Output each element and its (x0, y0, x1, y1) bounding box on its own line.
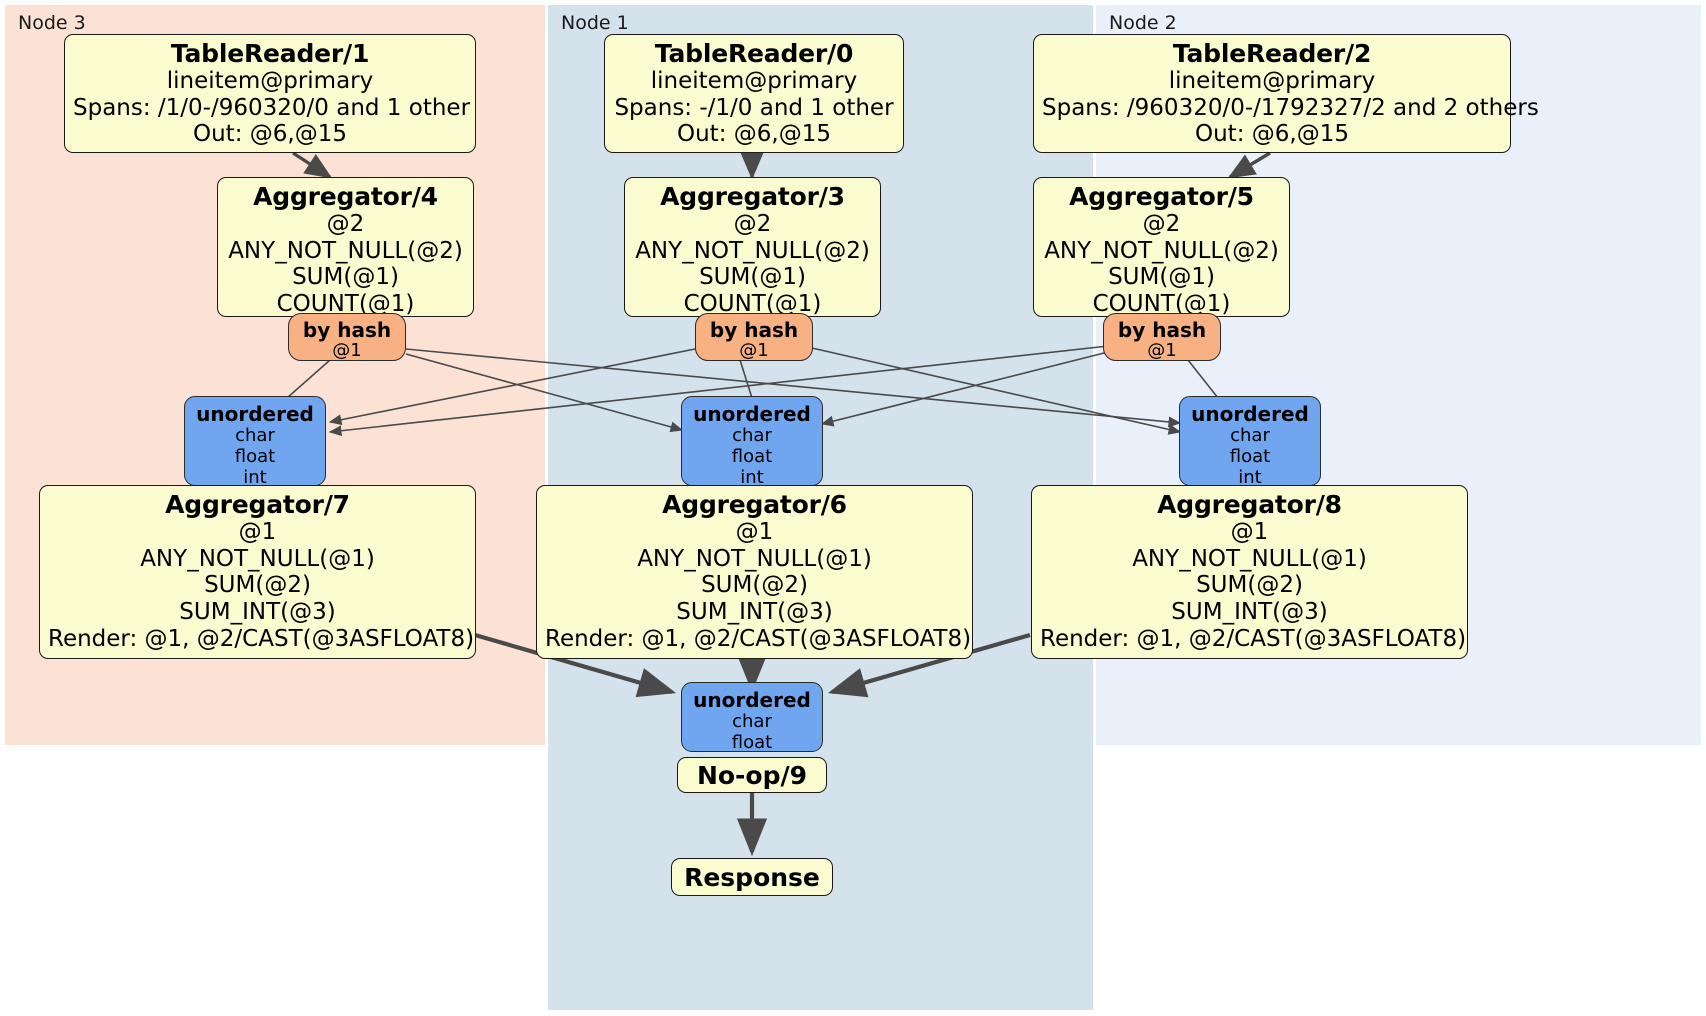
processor-title: Aggregator/3 (660, 182, 845, 211)
processor-detail: COUNT(@1) (683, 291, 822, 318)
processor-title: Aggregator/6 (662, 490, 847, 519)
processor-detail: Spans: /1/0-/960320/0 and 1 other (73, 94, 471, 121)
processor-title: Aggregator/5 (1069, 182, 1254, 211)
processor-detail: @2 (1142, 211, 1181, 237)
processor-detail: @1 (238, 519, 277, 545)
processor-detail: ANY_NOT_NULL(@2) (635, 237, 870, 264)
synchronizer-type: float (731, 732, 773, 754)
synchronizer-unordered-aggregator-8[interactable]: unordered char float int (1179, 396, 1321, 488)
processor-aggregator-3[interactable]: Aggregator/3 @2 ANY_NOT_NULL(@2) SUM(@1)… (624, 177, 881, 317)
processor-aggregator-7[interactable]: Aggregator/7 @1 ANY_NOT_NULL(@1) SUM(@2)… (39, 485, 476, 659)
processor-response[interactable]: Response (671, 858, 833, 896)
processor-detail: @2 (733, 211, 772, 237)
router-detail: @1 (739, 340, 769, 362)
synchronizer-type: float (234, 446, 276, 468)
router-title: by hash (1117, 318, 1207, 342)
processor-detail: COUNT(@1) (1092, 291, 1231, 318)
cluster-label-node-1: Node 1 (561, 12, 629, 34)
processor-detail: Render: @1, @2/CAST(@3ASFLOAT8) (545, 625, 972, 652)
synchronizer-type: float (1229, 446, 1271, 468)
synchronizer-type: char (732, 711, 772, 733)
processor-title: Aggregator/8 (1157, 490, 1342, 519)
synchronizer-title: unordered (196, 402, 314, 426)
processor-detail: ANY_NOT_NULL(@1) (637, 545, 872, 572)
router-by-hash-aggregator-3[interactable]: by hash @1 (695, 313, 813, 361)
synchronizer-type: char (235, 425, 275, 447)
cluster-label-node-3: Node 3 (18, 12, 86, 34)
processor-detail: Out: @6,@15 (1195, 121, 1349, 148)
synchronizer-title: unordered (693, 402, 811, 426)
processor-title: TableReader/0 (654, 39, 854, 68)
processor-detail: ANY_NOT_NULL(@2) (1044, 237, 1279, 264)
synchronizer-type: char (1230, 425, 1270, 447)
processor-detail: SUM_INT(@3) (179, 599, 336, 626)
processor-detail: SUM(@2) (1196, 572, 1303, 599)
synchronizer-unordered-final[interactable]: unordered char float (681, 682, 823, 754)
synchronizer-type: float (731, 446, 773, 468)
processor-title: Aggregator/4 (253, 182, 438, 211)
processor-no-op-9[interactable]: No-op/9 (677, 757, 827, 793)
processor-detail: SUM_INT(@3) (1171, 599, 1328, 626)
processor-aggregator-4[interactable]: Aggregator/4 @2 ANY_NOT_NULL(@2) SUM(@1)… (217, 177, 474, 317)
processor-detail: ANY_NOT_NULL(@1) (1132, 545, 1367, 572)
processor-detail: SUM(@1) (699, 264, 806, 291)
router-by-hash-aggregator-5[interactable]: by hash @1 (1103, 313, 1221, 361)
processor-detail: @1 (1230, 519, 1269, 545)
processor-detail: SUM(@1) (1108, 264, 1215, 291)
router-detail: @1 (332, 340, 362, 362)
processor-detail: @1 (735, 519, 774, 545)
synchronizer-title: unordered (1191, 402, 1309, 426)
processor-detail: SUM(@2) (701, 572, 808, 599)
processor-detail: Render: @1, @2/CAST(@3ASFLOAT8) (48, 625, 475, 652)
processor-detail: lineitem@primary (166, 68, 374, 94)
processor-detail: Out: @6,@15 (677, 121, 831, 148)
router-by-hash-aggregator-4[interactable]: by hash @1 (288, 313, 406, 361)
synchronizer-type: int (1238, 466, 1262, 488)
synchronizer-type: int (740, 466, 764, 488)
processor-aggregator-6[interactable]: Aggregator/6 @1 ANY_NOT_NULL(@1) SUM(@2)… (536, 485, 973, 659)
processor-detail: SUM_INT(@3) (676, 599, 833, 626)
processor-title: TableReader/2 (1172, 39, 1372, 68)
processor-table-reader-1[interactable]: TableReader/1 lineitem@primary Spans: /1… (64, 34, 476, 153)
processor-detail: Spans: -/1/0 and 1 other (614, 94, 894, 121)
processor-detail: Render: @1, @2/CAST(@3ASFLOAT8) (1040, 625, 1467, 652)
processor-detail: ANY_NOT_NULL(@1) (140, 545, 375, 572)
processor-detail: lineitem@primary (650, 68, 858, 94)
processor-detail: SUM(@2) (204, 572, 311, 599)
processor-detail: Out: @6,@15 (193, 121, 347, 148)
synchronizer-unordered-aggregator-6[interactable]: unordered char float int (681, 396, 823, 488)
synchronizer-title: unordered (693, 688, 811, 712)
processor-title: TableReader/1 (170, 39, 370, 68)
router-title: by hash (302, 318, 392, 342)
synchronizer-type: int (243, 466, 267, 488)
processor-aggregator-8[interactable]: Aggregator/8 @1 ANY_NOT_NULL(@1) SUM(@2)… (1031, 485, 1468, 659)
router-title: by hash (709, 318, 799, 342)
cluster-label-node-2: Node 2 (1109, 12, 1177, 34)
processor-detail: @2 (326, 211, 365, 237)
processor-detail: lineitem@primary (1168, 68, 1376, 94)
processor-detail: Spans: /960320/0-/1792327/2 and 2 others (1042, 94, 1539, 121)
processor-aggregator-5[interactable]: Aggregator/5 @2 ANY_NOT_NULL(@2) SUM(@1)… (1033, 177, 1290, 317)
synchronizer-unordered-aggregator-7[interactable]: unordered char float int (184, 396, 326, 488)
processor-detail: COUNT(@1) (276, 291, 415, 318)
processor-detail: SUM(@1) (292, 264, 399, 291)
router-detail: @1 (1147, 340, 1177, 362)
processor-title: Aggregator/7 (165, 490, 350, 519)
processor-detail: ANY_NOT_NULL(@2) (228, 237, 463, 264)
processor-table-reader-2[interactable]: TableReader/2 lineitem@primary Spans: /9… (1033, 34, 1539, 153)
synchronizer-type: char (732, 425, 772, 447)
processor-table-reader-0[interactable]: TableReader/0 lineitem@primary Spans: -/… (604, 34, 904, 153)
